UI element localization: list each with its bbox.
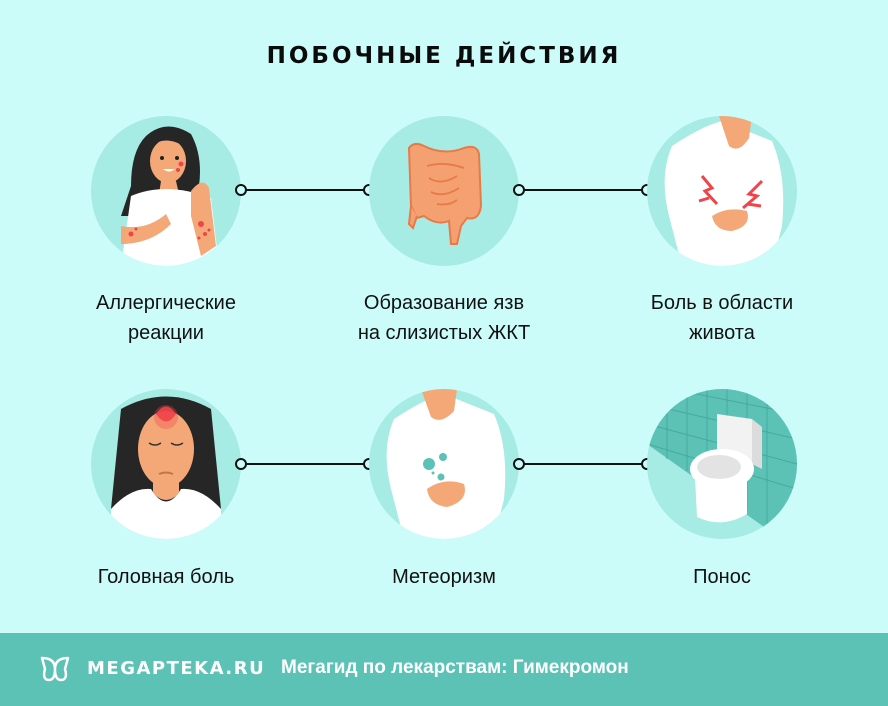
label-line: Головная боль (97, 566, 235, 588)
page-title: ПОБОЧНЫЕ ДЕЙСТВИЯ (266, 43, 622, 69)
side-effect-label: Образование язв на слизистых ЖКТ (324, 288, 564, 348)
label-line: Боль в области (650, 292, 794, 314)
footer: MEGAPTEKA.RU Мегагид по лекарствам: Гиме… (0, 633, 888, 706)
side-effect-label: Головная боль (46, 562, 286, 592)
label-line: на слизистых ЖКТ (357, 322, 531, 344)
side-effect-label: Аллергические реакции (46, 288, 286, 348)
label-line: Образование язв (363, 292, 525, 314)
label-line: живота (689, 322, 755, 344)
headache-woman-icon (91, 389, 241, 539)
megapteka-logo-icon (40, 656, 70, 682)
side-effect-label: Понос (602, 562, 842, 592)
side-effect-label: Метеоризм (324, 562, 564, 592)
connector-line (246, 463, 364, 465)
allergy-woman-icon (91, 116, 241, 266)
label-line: Понос (693, 566, 751, 588)
bloating-icon (369, 389, 519, 539)
label-line: реакции (128, 322, 204, 344)
footer-brand[interactable]: MEGAPTEKA.RU (87, 658, 266, 679)
side-effect-label: Боль в области живота (602, 288, 842, 348)
connector-line (524, 189, 642, 191)
connector-line (246, 189, 364, 191)
connector-line (524, 463, 642, 465)
label-line: Аллергические (96, 292, 236, 314)
label-line: Метеоризм (392, 566, 496, 588)
footer-text: Мегагид по лекарствам: Гимекромон (281, 657, 629, 678)
toilet-icon (647, 389, 797, 539)
stomach-pain-icon (647, 116, 797, 266)
intestine-icon (369, 116, 519, 266)
